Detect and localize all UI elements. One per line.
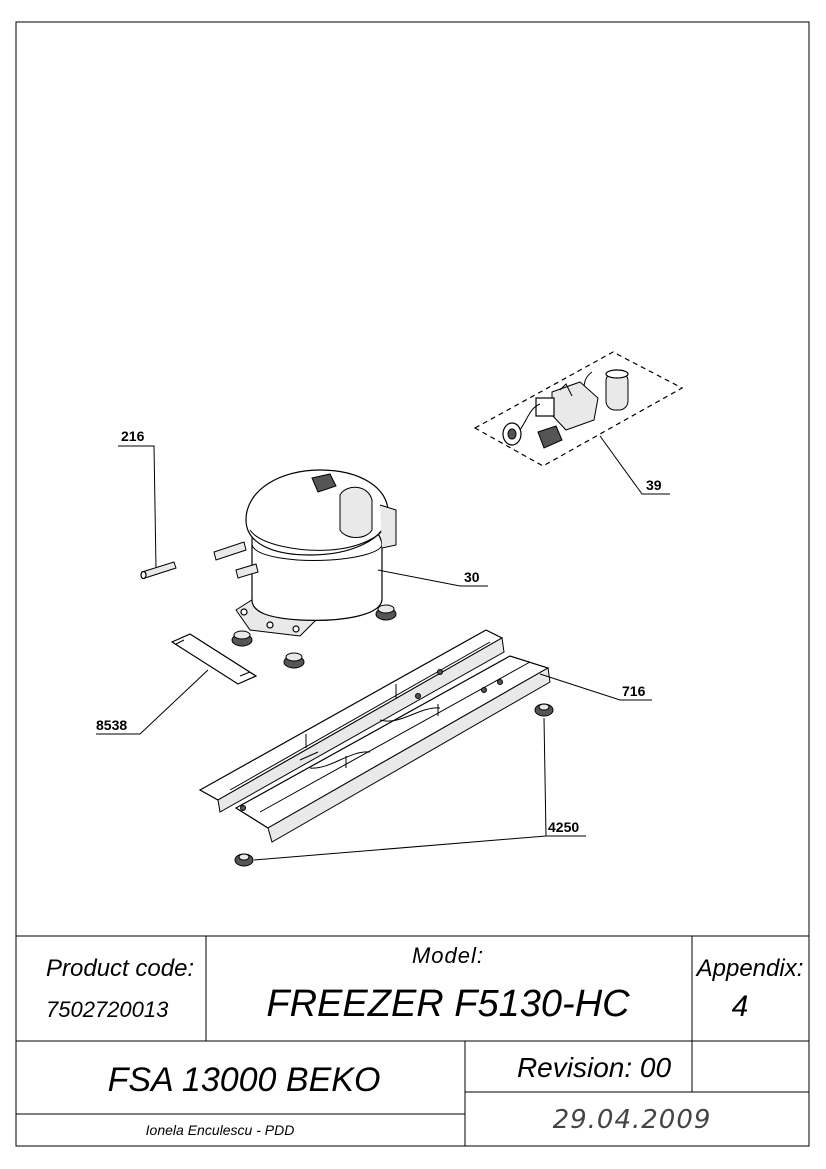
callout-labels: 216 39 30 716 8538 4250 (96, 428, 662, 835)
model-label: Model: (412, 943, 484, 968)
callout-716: 716 (622, 683, 646, 699)
part-30-compressor (213, 469, 397, 637)
author: Ionela Enculescu - PDD (146, 1122, 295, 1138)
series-name: FSA 13000 BEKO (108, 1061, 381, 1099)
appendix-value: 4 (732, 990, 749, 1023)
part-4250-nuts (234, 703, 554, 867)
grommet-group (231, 604, 397, 669)
model-value: FREEZER F5130-HC (266, 983, 630, 1025)
part-716-base-rails (198, 629, 551, 843)
product-code-label: Product code: (46, 955, 194, 982)
leader-lines (96, 435, 670, 861)
callout-8538: 8538 (96, 717, 127, 733)
appendix-label: Appendix: (695, 955, 804, 982)
callout-39: 39 (646, 477, 662, 493)
part-39-relay-kit (473, 351, 684, 467)
product-code-value: 7502720013 (46, 997, 169, 1022)
callout-216: 216 (121, 428, 145, 444)
drawing-frame (15, 21, 810, 1147)
part-216-tube (140, 561, 177, 580)
title-block: Product code: 7502720013 Model: FREEZER … (16, 935, 809, 1146)
date: 29.04.2009 (553, 1105, 712, 1135)
revision: Revision: 00 (517, 1052, 672, 1083)
callout-4250: 4250 (548, 819, 579, 835)
callout-30: 30 (464, 569, 480, 585)
part-8538-plate (170, 633, 258, 685)
